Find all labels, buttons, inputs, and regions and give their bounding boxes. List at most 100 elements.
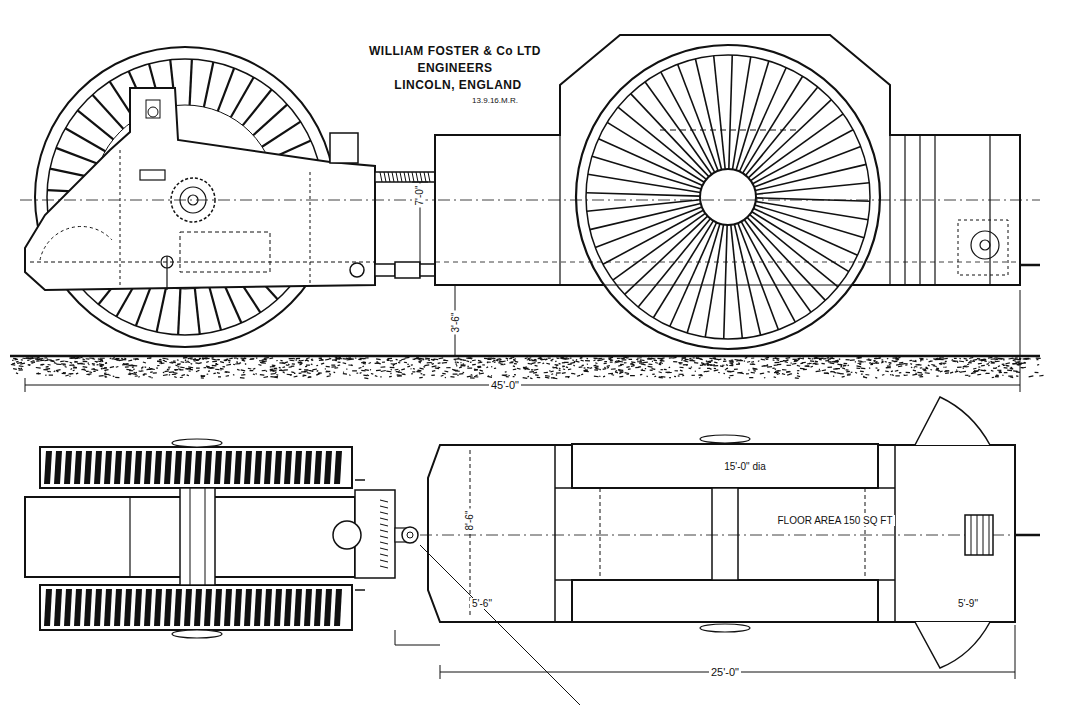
drawing-line	[338, 364, 341, 366]
drawing-path	[54, 451, 62, 484]
drawing-line	[45, 374, 46, 376]
drawing-line	[999, 371, 1002, 372]
drawing-line	[794, 359, 797, 361]
drawing-line	[970, 357, 973, 359]
drawing-line	[242, 359, 245, 360]
drawing-line	[571, 373, 573, 375]
drawing-line	[749, 377, 753, 378]
drawing-line	[487, 359, 491, 360]
drawing-line	[625, 372, 629, 374]
drawing-line	[86, 358, 90, 360]
drawing-line	[866, 359, 871, 361]
drawing-line	[919, 135, 920, 285]
drawing-line	[276, 360, 277, 361]
drawing-line	[195, 362, 198, 364]
drawing-line	[455, 370, 460, 372]
drawing-path	[324, 451, 332, 484]
drawing-path	[164, 589, 172, 626]
drawing-line	[402, 373, 406, 375]
drawing-line	[660, 361, 662, 363]
drawing-line	[325, 368, 326, 369]
drawing-line	[977, 358, 980, 359]
drawing-line	[843, 365, 846, 367]
drawing-line	[824, 372, 829, 374]
drawing-line	[899, 362, 903, 364]
drawing-line	[133, 365, 135, 366]
drawing-line	[275, 376, 278, 378]
drawing-line	[196, 371, 197, 372]
drawing-line	[98, 361, 102, 363]
drawing-line	[952, 360, 955, 362]
drawing-line	[240, 377, 245, 379]
drawing-line	[82, 358, 84, 360]
drawing-line	[797, 375, 800, 377]
drawing-line	[56, 359, 60, 361]
drawing-line	[766, 357, 768, 359]
drawing-line	[147, 369, 151, 370]
drawing-line	[587, 367, 589, 368]
drawing-line	[504, 364, 506, 365]
drawing-line	[12, 359, 14, 361]
drawing-line	[764, 377, 765, 379]
drawing-line	[494, 367, 496, 369]
drawing-line	[162, 358, 165, 360]
drawing-line	[564, 362, 569, 363]
drawing-line	[910, 363, 912, 365]
drawing-line	[83, 360, 88, 362]
drawing-ellipse	[700, 624, 750, 632]
drawing-line	[408, 172, 410, 182]
drawing-line	[561, 357, 562, 359]
drawing-line	[92, 95, 123, 129]
drawing-line	[797, 370, 799, 371]
drawing-line	[604, 361, 607, 362]
drawing-line	[129, 373, 133, 374]
drawing-line	[407, 364, 409, 365]
drawing-line	[828, 366, 832, 368]
drawing-line	[919, 358, 923, 360]
dimension-label: 7'-0"	[414, 183, 425, 207]
drawing-rect	[40, 447, 352, 488]
drawing-line	[126, 369, 131, 371]
drawing-line	[355, 357, 357, 358]
drawing-ellipse	[172, 439, 222, 447]
drawing-line	[919, 364, 921, 365]
drawing-line	[892, 374, 894, 376]
drawing-line	[695, 371, 696, 372]
drawing-line	[933, 358, 935, 360]
drawing-line	[729, 360, 733, 361]
drawing-line	[185, 368, 187, 370]
drawing-line	[44, 359, 48, 361]
drawing-line	[138, 376, 139, 378]
drawing-line	[204, 62, 213, 107]
drawing-line	[851, 372, 853, 373]
drawing-line	[331, 366, 336, 368]
drawing-line	[264, 376, 269, 378]
drawing-line	[604, 363, 607, 365]
drawing-line	[534, 359, 536, 361]
drawing-line	[631, 362, 633, 364]
drawing-line	[819, 358, 823, 360]
drawing-line	[639, 362, 644, 363]
drawing-line	[463, 363, 464, 364]
drawing-line	[93, 364, 95, 366]
drawing-line	[934, 135, 935, 285]
drawing-line	[856, 357, 861, 359]
drawing-line	[957, 367, 961, 368]
drawing-line	[618, 369, 620, 371]
drawing-line	[220, 361, 224, 363]
drawing-line	[991, 358, 996, 360]
drawing-line	[568, 368, 571, 370]
drawing-line	[832, 361, 834, 363]
drawing-line	[479, 373, 484, 375]
drawing-line	[157, 365, 159, 366]
drawing-circle	[333, 521, 361, 549]
drawing-line	[335, 358, 336, 360]
drawing-line	[425, 357, 430, 359]
drawing-rect	[40, 585, 352, 630]
drawing-line	[491, 366, 492, 367]
drawing-line	[754, 370, 756, 372]
drawing-line	[912, 374, 917, 376]
drawing-path	[254, 589, 262, 626]
drawing-line	[827, 357, 829, 359]
drawing-line	[101, 368, 102, 370]
